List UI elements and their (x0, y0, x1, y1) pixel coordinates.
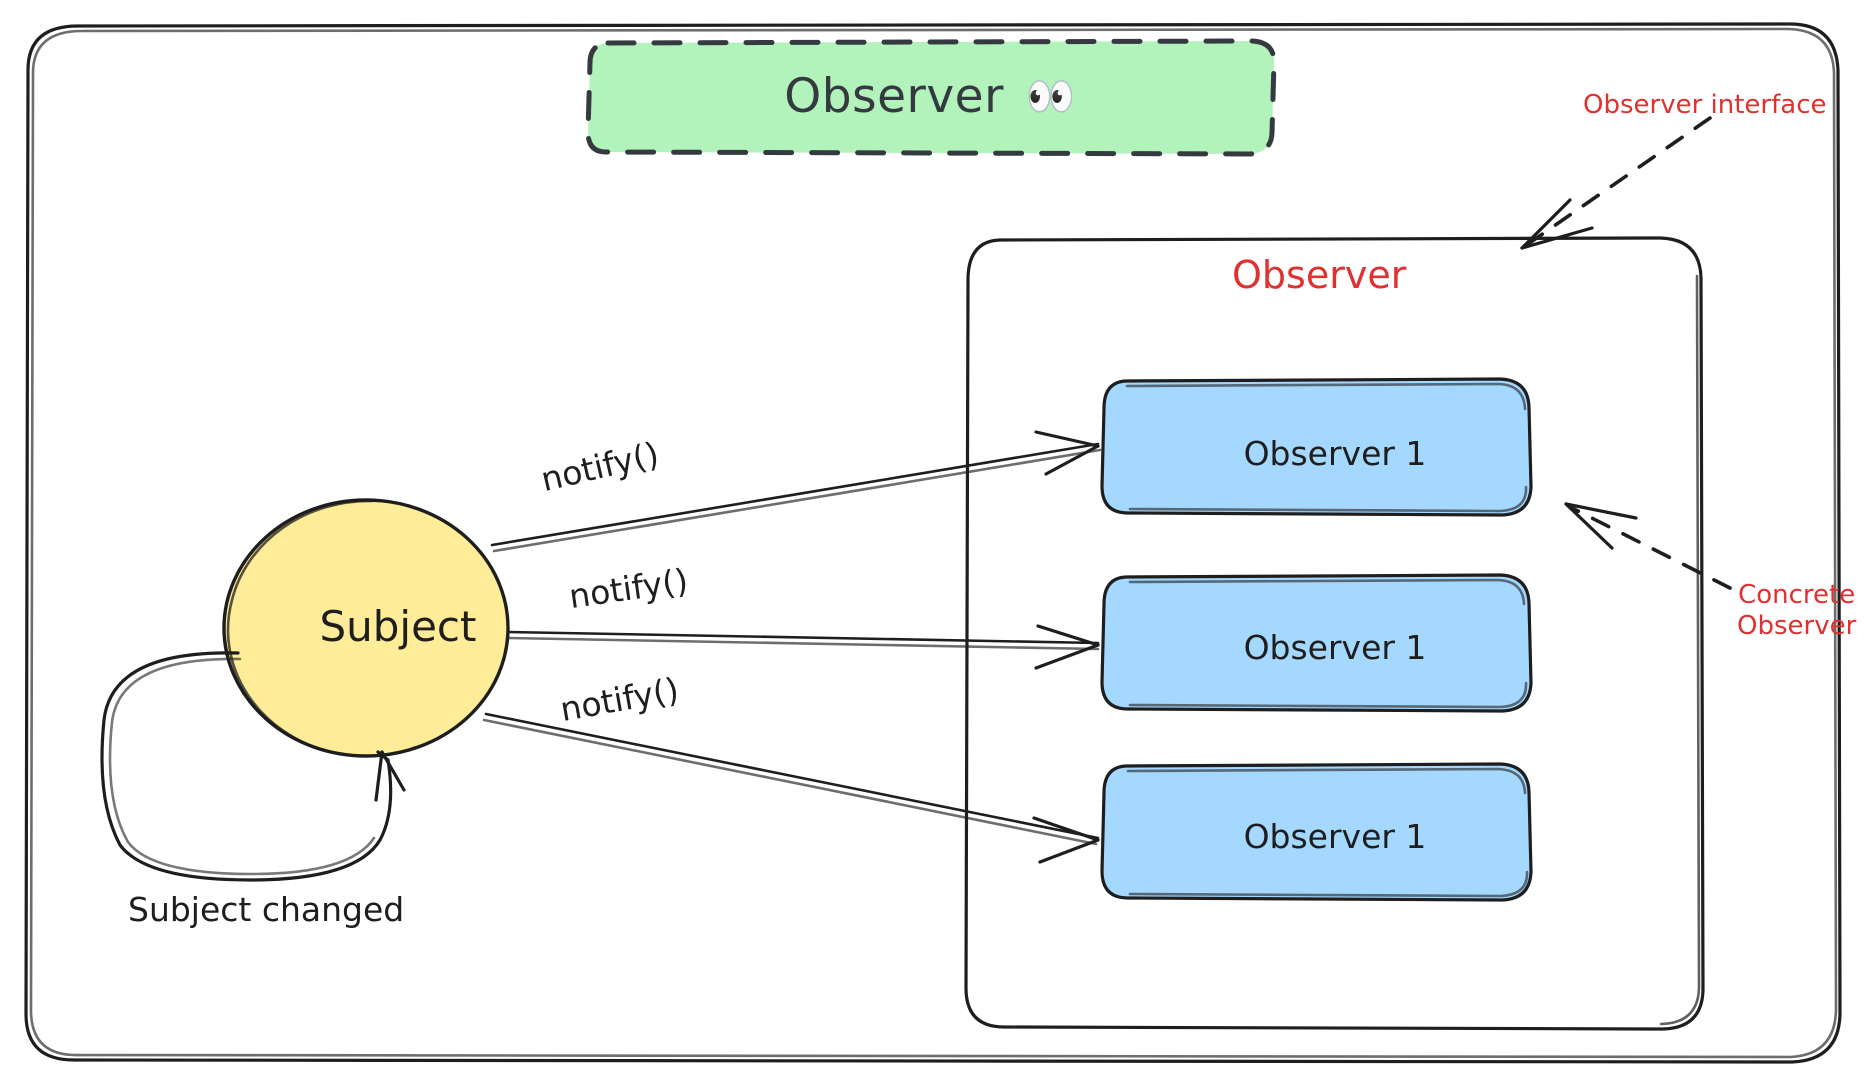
eyes-icon: 👀 (1025, 73, 1076, 120)
self-loop-edge-label: Subject changed (128, 890, 405, 929)
subject-node-label: Subject (319, 602, 477, 651)
annotation-line: Observer (1737, 610, 1857, 641)
observer-interface-connector (1520, 116, 1712, 250)
notify-arrow-3 (482, 712, 1100, 864)
annotation-observer-interface: Observer interface (1583, 90, 1827, 120)
notify-edge-label: notify() (537, 434, 663, 499)
notify-edge-label: notify() (566, 560, 691, 616)
observer-box-label: Observer 1 (1243, 628, 1427, 667)
observer-box-label: Observer 1 (1243, 817, 1427, 856)
page-title: Observer (784, 69, 1004, 124)
notify-arrow-2 (506, 624, 1100, 670)
annotation-line: Concrete (1738, 580, 1856, 610)
observer-box-label: Observer 1 (1243, 434, 1427, 473)
notify-edge-label: notify() (557, 669, 682, 729)
self-loop-arrow (100, 651, 406, 882)
title-banner: Observer 👀 (588, 40, 1272, 153)
concrete-observer-connector (1564, 502, 1732, 590)
observer-group-title: Observer (1232, 253, 1407, 297)
